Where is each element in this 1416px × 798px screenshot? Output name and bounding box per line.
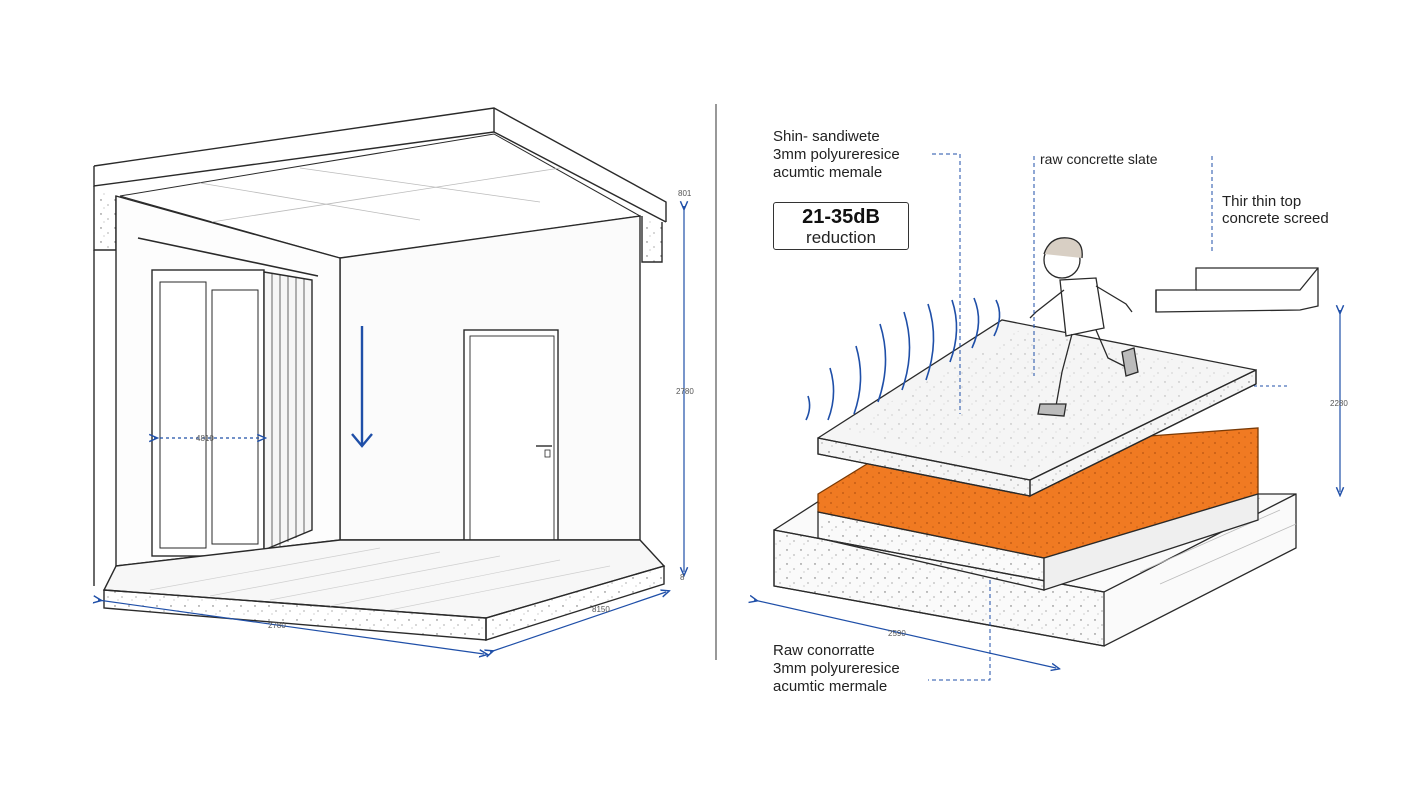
dimension-labels: 2780 4810 2780 8150 8 801 2280 2590	[196, 189, 1348, 638]
running-child-figure	[1029, 237, 1139, 417]
leader-lines	[928, 153, 1290, 681]
label-top-right-line2: concrete screed	[1222, 210, 1329, 227]
dim-room-corner: 8	[680, 573, 685, 582]
label-top-left-line3: acumtic memale	[773, 164, 883, 181]
label-bottom-line3: acumtic mermale	[773, 678, 888, 695]
dim-door-width: 4810	[196, 434, 214, 443]
dim-room-side: 8150	[592, 605, 610, 614]
dim-room-front: 2780	[268, 621, 286, 630]
dim-layer-height: 2280	[1330, 399, 1348, 408]
label-top-left-line2: 3mm polyureresice	[773, 146, 900, 163]
layer-dimension-lines	[754, 310, 1340, 668]
label-bottom-line2: 3mm polyureresice	[773, 660, 900, 677]
noise-reduction-badge: 21-35dB reduction	[773, 202, 909, 250]
label-top-left-line1: Shin- sandiwete	[773, 128, 880, 145]
badge-value: 21-35dB	[802, 206, 880, 228]
dim-layer-front: 2590	[888, 629, 906, 638]
layer-section-drawing	[773, 267, 1319, 647]
label-top-right-line1: Thir thin top	[1222, 193, 1302, 210]
room-dimension-lines	[98, 206, 684, 654]
label-bottom-line1: Raw conorratte	[773, 642, 875, 659]
label-raw-concrete-slate: raw concrette slate	[1040, 151, 1158, 167]
badge-caption: reduction	[806, 228, 876, 247]
dim-room-height: 2780	[676, 387, 694, 396]
down-arrow-icon	[351, 326, 373, 448]
sound-wave-icon	[805, 297, 1001, 421]
dim-room-top: 801	[678, 189, 692, 198]
room-drawing	[93, 107, 667, 641]
